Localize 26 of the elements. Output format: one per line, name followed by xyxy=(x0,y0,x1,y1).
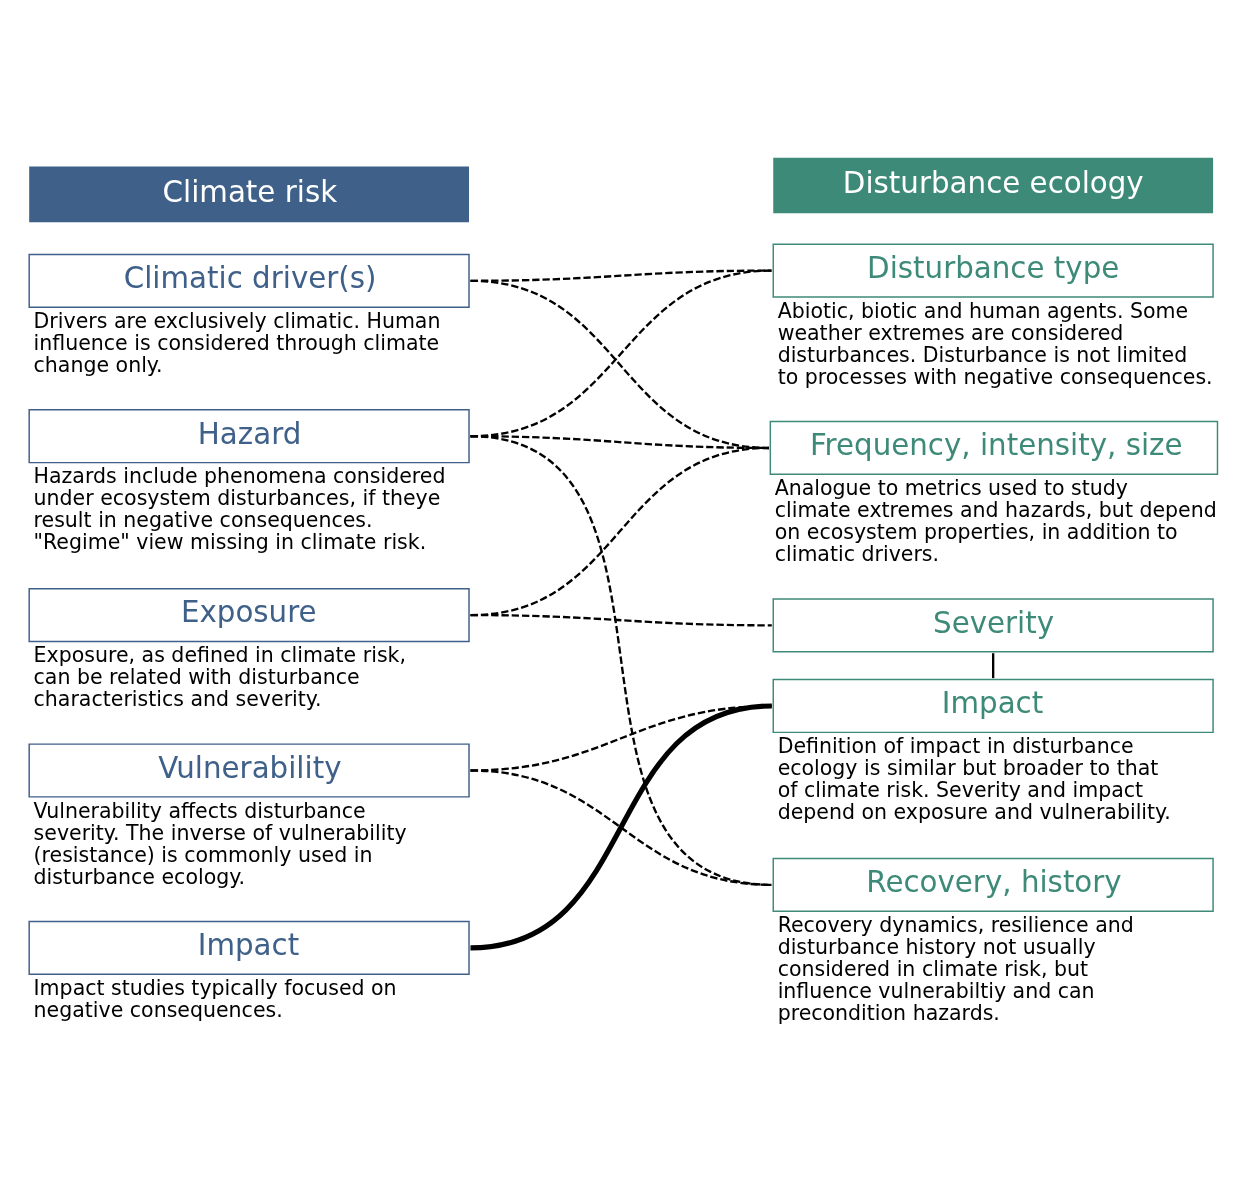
node-box: Disturbance ecology xyxy=(773,157,1214,214)
node-label: Recovery dynamics, resilience and disturbance history not usually considered in climate risk, but influence vulnerabiltiy and can precondition hazards. xyxy=(777,913,1134,1026)
node-box: Hazard xyxy=(28,409,470,464)
connector xyxy=(470,435,772,886)
node-box: Severity xyxy=(772,598,1214,653)
node-box: Climatic driver(s) xyxy=(28,253,470,308)
node-box: Recovery, history xyxy=(772,857,1214,912)
node-label: Drivers are exclusively climatic. Human influence is considered through climate change only. xyxy=(33,309,441,378)
connector xyxy=(470,703,773,951)
node-box: Disturbance type xyxy=(772,243,1214,298)
node-label: Abiotic, biotic and human agents. Some weather extremes are considered disturbances. Disturbance is not limited to processes with negative consequences. xyxy=(777,298,1213,389)
node-label: Hazards include phenomena considered under ecosystem disturbances, if theye result in negative consequences. "Regime" view missing in climate risk. xyxy=(33,464,446,555)
node-label: Definition of impact in disturbance ecology is similar but broader to that of climate risk. Severity and impact depend on exposure and vulnerability. xyxy=(777,734,1171,825)
connector xyxy=(470,613,772,627)
node-box: Vulnerability xyxy=(28,743,470,798)
node-box: Frequency, intensity, size xyxy=(769,420,1219,476)
node-box: Impact xyxy=(28,920,470,976)
node-label: Analogue to metrics used to study climate extremes and hazards, but depend on ecosystem properties, in addition to climatic drivers. xyxy=(774,476,1217,567)
node-label: Impact studies typically focused on negative consequences. xyxy=(33,976,397,1023)
node-box: Impact xyxy=(772,678,1214,734)
node-label: Exposure, as defined in climate risk, can be related with disturbance characteristics and severity. xyxy=(33,643,407,712)
connector xyxy=(992,653,995,679)
node-box: Exposure xyxy=(28,587,470,643)
node-box: Climate risk xyxy=(29,166,469,223)
node-label: Vulnerability affects disturbance severity. The inverse of vulnerability (resistance) is commonly used in disturbance ecology. xyxy=(33,798,407,889)
connector xyxy=(470,769,772,887)
